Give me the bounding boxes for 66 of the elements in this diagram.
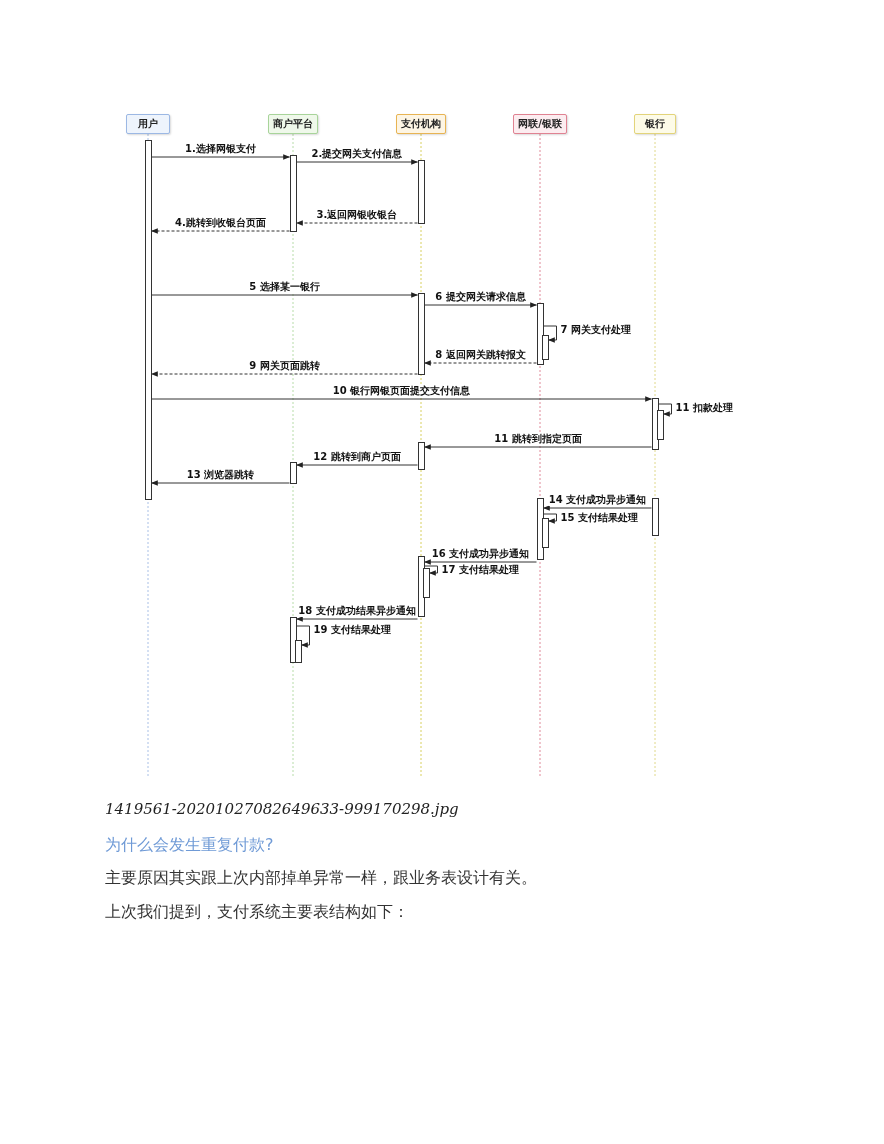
edge-label: 6 提交网关请求信息: [434, 291, 527, 303]
edge-label: 1.选择网银支付: [184, 143, 257, 155]
participant-name: 银行: [645, 117, 665, 131]
message-arrow: [424, 302, 538, 308]
self-message-arrow: [543, 325, 557, 343]
edge-label: 11 跳转到指定页面: [493, 433, 583, 445]
edge-label: 15 支付结果处理: [559, 512, 639, 524]
participant-box: [513, 114, 567, 134]
edge-label: 9 网关页面跳转: [248, 360, 321, 372]
activation-bar: [656, 410, 664, 440]
self-message-arrow: [424, 565, 438, 576]
self-message-arrow: [658, 403, 672, 417]
edge-label: 5 选择某一银行: [248, 281, 321, 293]
self-message-arrow: [296, 625, 310, 648]
participant-box: [126, 114, 170, 134]
participant-box: [396, 114, 446, 134]
activation-bar: [541, 518, 549, 548]
activation-bar: [541, 335, 549, 360]
message-arrow: [295, 616, 418, 622]
message-arrow: [150, 480, 290, 486]
participant-box: [268, 114, 318, 134]
edge-label: 10 银行网银页面提交支付信息: [331, 385, 472, 397]
edge-label: 11 扣款处理: [674, 402, 734, 414]
paragraph: 主要原因其实跟上次内部掉单异常一样，跟业务表设计有关。: [105, 868, 537, 889]
activation-bar: [417, 160, 425, 224]
edge-label: 8 返回网关跳转报文: [434, 349, 527, 361]
message-arrow: [151, 396, 653, 402]
edge-label: 3.返回网银收银台: [315, 209, 399, 221]
activation-bar: [294, 640, 302, 663]
activation-bar: [289, 462, 297, 484]
message-arrow: [151, 292, 419, 298]
participant-name: 用户: [138, 117, 158, 131]
message-arrow: [542, 505, 652, 511]
message-arrow: [295, 220, 418, 226]
activation-bar: [422, 568, 430, 598]
self-message-arrow: [543, 513, 557, 524]
message-arrow: [295, 462, 418, 468]
edge-label: 13 浏览器跳转: [185, 469, 256, 481]
participant-box: [634, 114, 676, 134]
edge-label: 12 跳转到商户页面: [312, 451, 402, 463]
edge-label: 14 支付成功异步通知: [547, 494, 648, 506]
edge-label: 16 支付成功异步通知: [430, 548, 531, 560]
activation-bar: [651, 498, 659, 536]
participant-name: 网联/银联: [518, 117, 562, 131]
message-arrow: [150, 228, 290, 234]
message-arrow: [151, 154, 291, 160]
activation-bar: [289, 155, 297, 232]
activation-bar: [417, 442, 425, 470]
participant-name: 商户平台: [273, 117, 313, 131]
message-arrow: [423, 444, 652, 450]
edge-label: 2.提交网关支付信息: [310, 148, 404, 160]
edge-label: 19 支付结果处理: [312, 624, 392, 636]
section-heading: 为什么会发生重复付款?: [105, 835, 274, 856]
image-filename-caption: 1419561-20201027082649633-999170298.jpg: [105, 800, 459, 818]
edge-label: 4.跳转到收银台页面: [174, 217, 267, 229]
message-arrow: [150, 371, 418, 377]
participant-name: 支付机构: [401, 117, 441, 131]
activation-bar: [144, 140, 152, 500]
message-arrow: [423, 360, 537, 366]
edge-label: 18 支付成功结果异步通知: [297, 605, 417, 617]
edge-label: 7 网关支付处理: [559, 324, 632, 336]
paragraph: 上次我们提到，支付系统主要表结构如下：: [105, 902, 409, 923]
activation-bar: [417, 293, 425, 375]
edge-label: 17 支付结果处理: [440, 564, 520, 576]
message-arrow: [423, 559, 537, 565]
message-arrow: [296, 159, 419, 165]
